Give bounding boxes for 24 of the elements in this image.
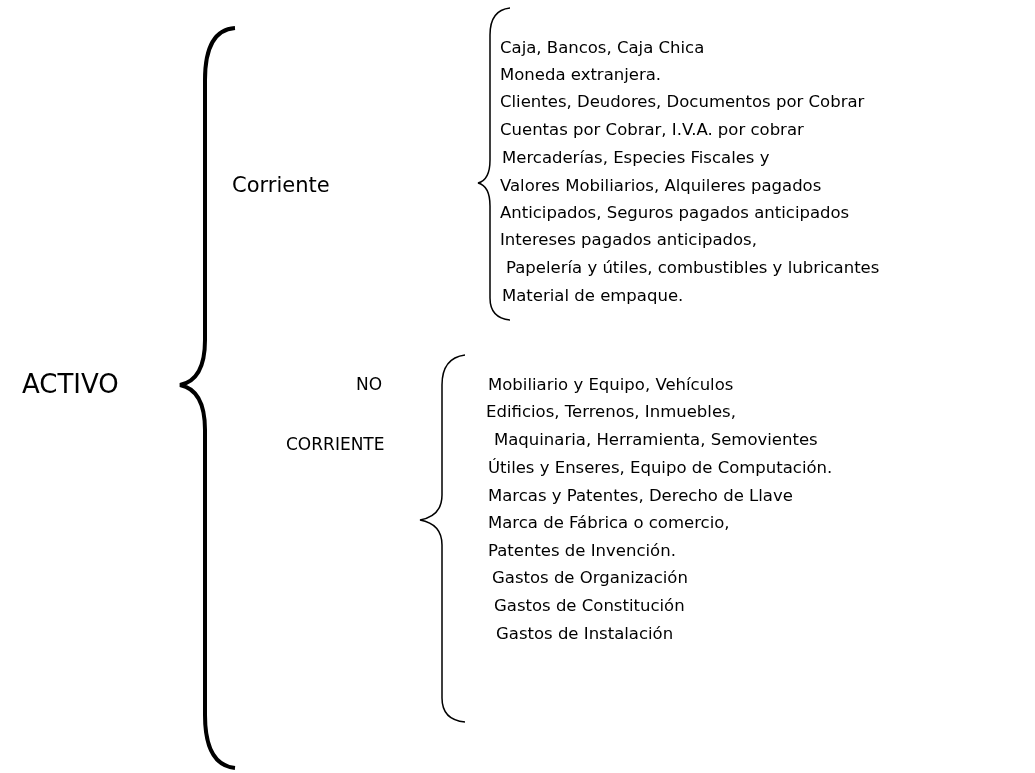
list-item: Gastos de Constitución xyxy=(494,596,685,616)
list-item: Moneda extranjera. xyxy=(500,65,662,85)
list-item: Material de empaque. xyxy=(502,286,684,306)
list-item: Gastos de Organización xyxy=(492,568,688,588)
list-item: Marcas y Patentes, Derecho de Llave xyxy=(488,486,793,506)
list-item: Anticipados, Seguros pagados anticipados xyxy=(500,203,850,223)
list-item: Caja, Bancos, Caja Chica xyxy=(500,38,705,58)
category-label: Corriente xyxy=(232,173,330,199)
list-item: Intereses pagados anticipados, xyxy=(500,230,757,250)
list-item: Maquinaria, Herramienta, Semovientes xyxy=(494,430,818,450)
list-item: Útiles y Enseres, Equipo de Computación. xyxy=(488,458,833,478)
list-item: Cuentas por Cobrar, I.V.A. por cobrar xyxy=(500,120,804,140)
main-heading: ACTIVO xyxy=(22,369,119,401)
list-item: Marca de Fábrica o comercio, xyxy=(488,513,730,533)
list-item: Valores Mobiliarios, Alquileres pagados xyxy=(500,176,822,196)
list-item: Mobiliario y Equipo, Vehículos xyxy=(488,375,734,395)
list-item: Patentes de Invención. xyxy=(488,541,676,561)
list-item: Gastos de Instalación xyxy=(496,624,674,644)
category-label: CORRIENTE xyxy=(286,433,385,455)
list-item: Edificios, Terrenos, Inmuebles, xyxy=(486,402,736,422)
list-item: Papelería y útiles, combustibles y lubricantes xyxy=(506,258,880,278)
list-item: Clientes, Deudores, Documentos por Cobrar xyxy=(500,92,865,112)
category-label: NO xyxy=(356,373,383,395)
list-item: Mercaderías, Especies Fiscales y xyxy=(502,148,770,168)
